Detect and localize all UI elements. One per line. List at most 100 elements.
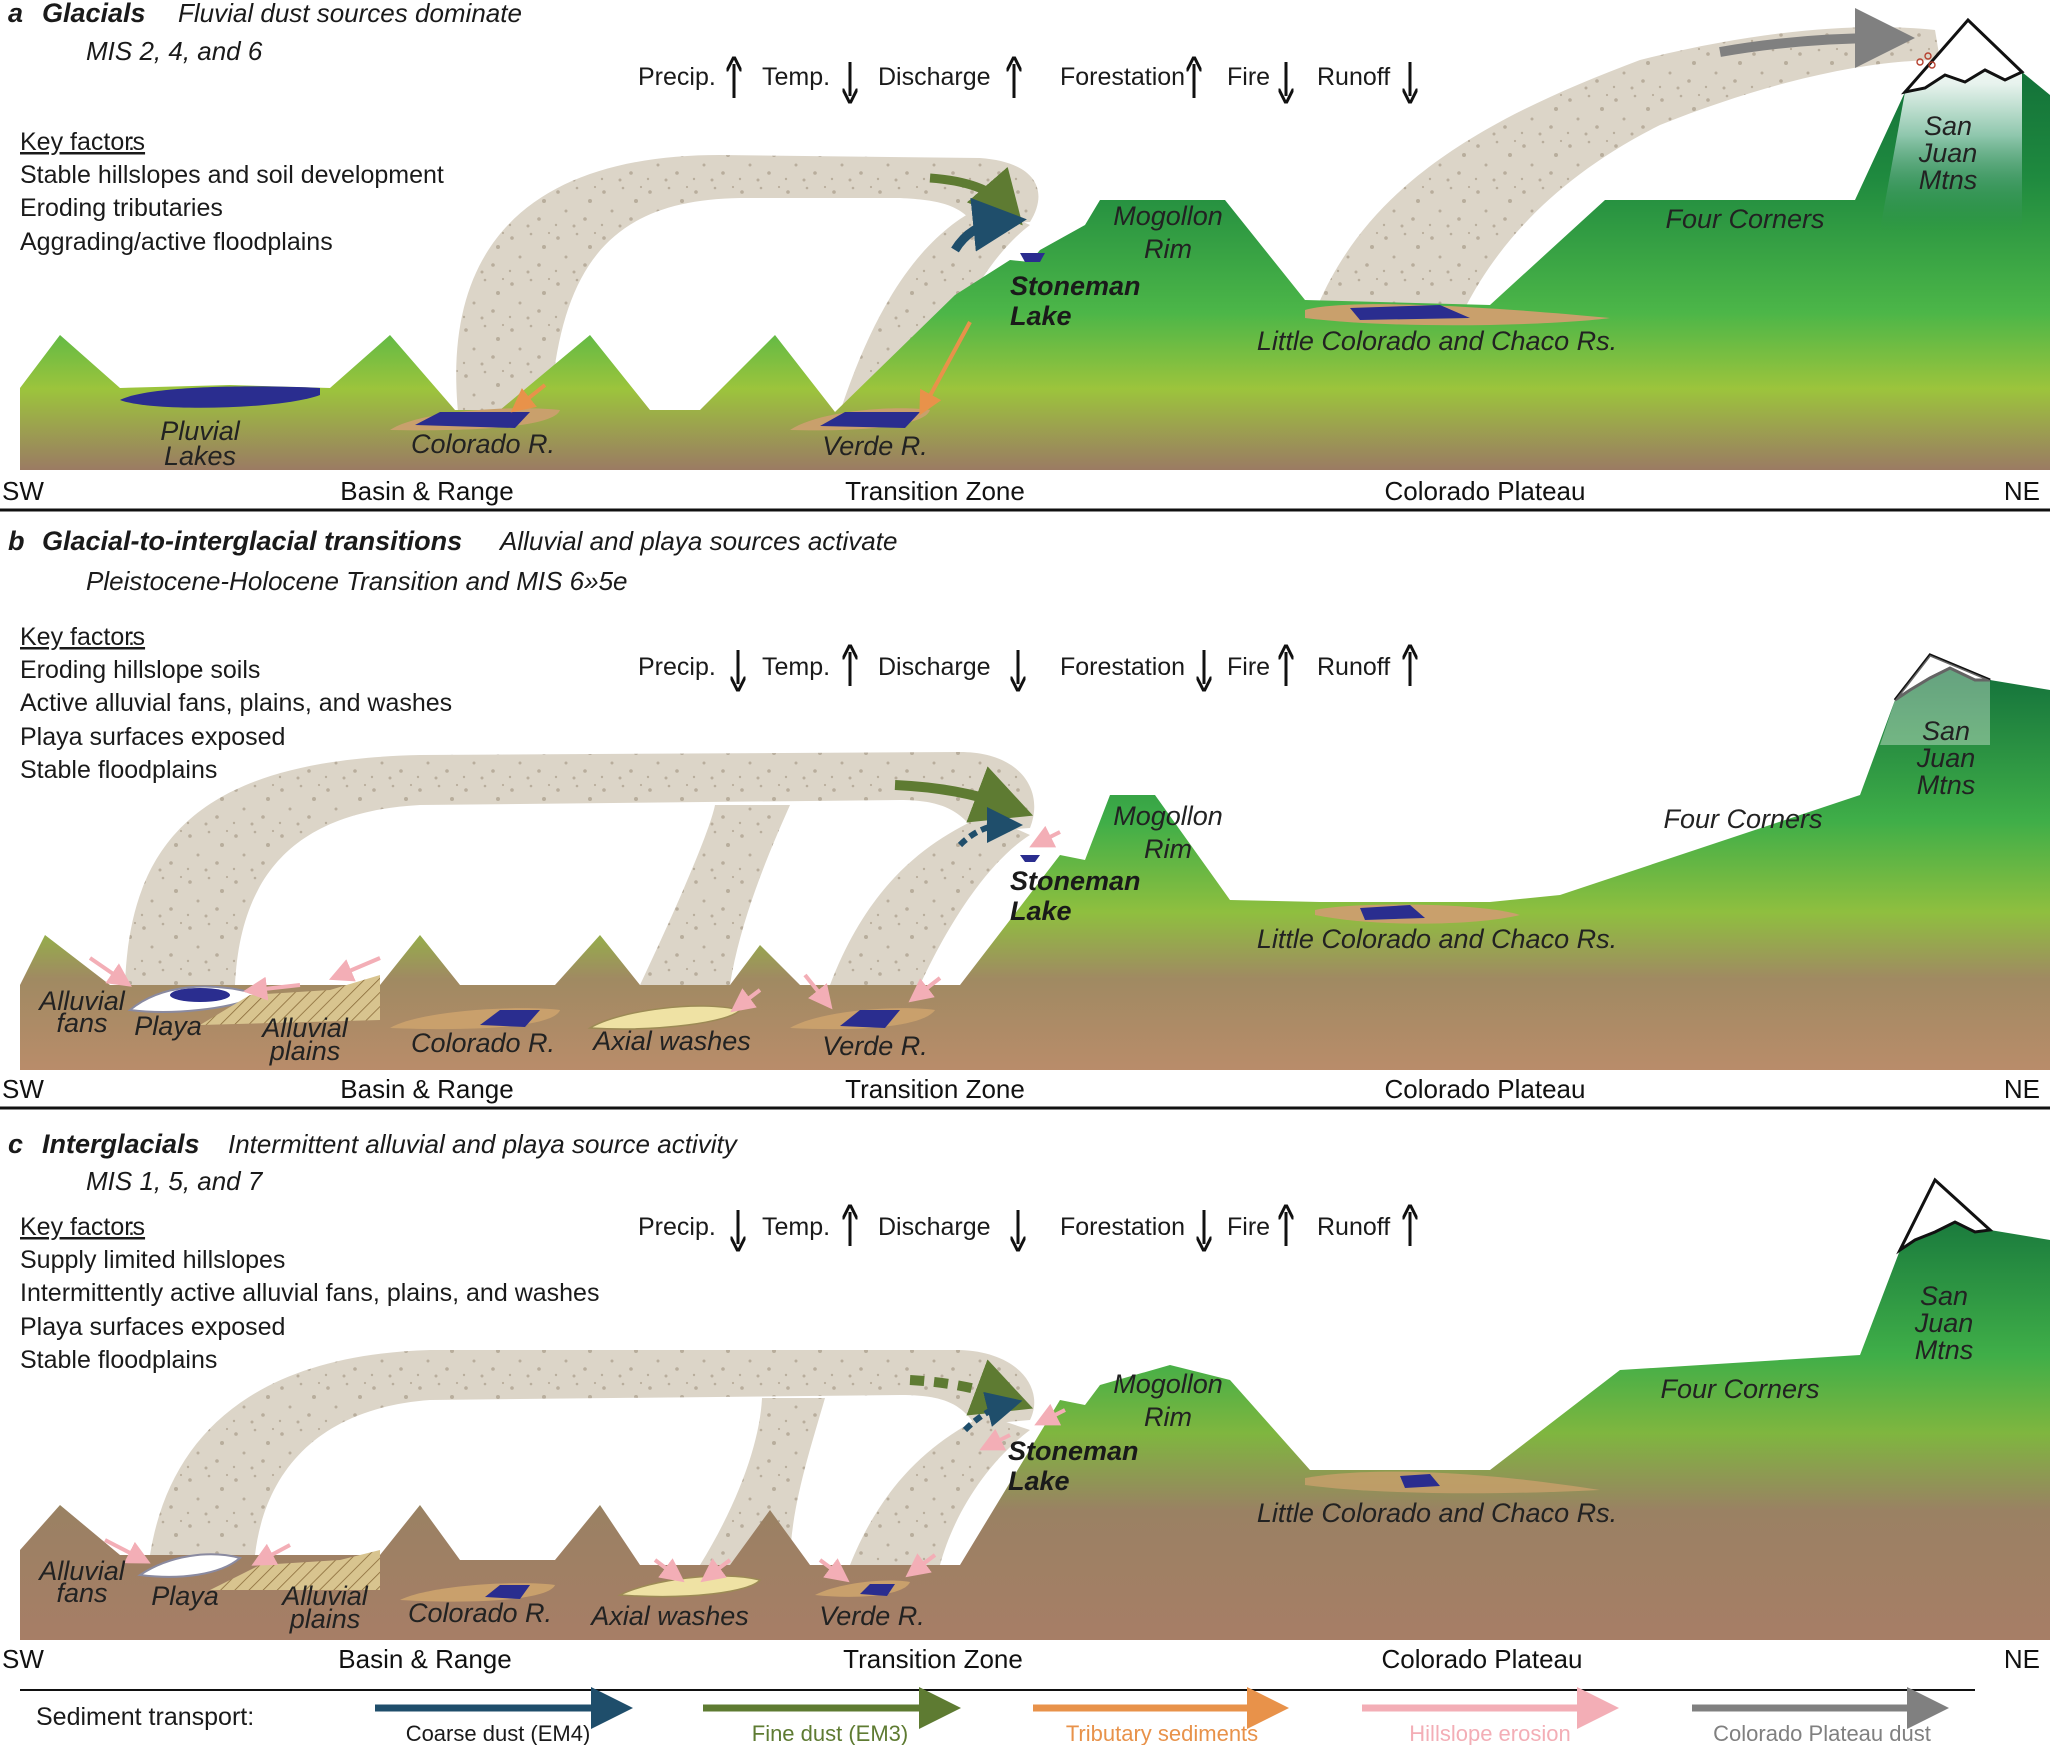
panel-letter: b [8, 526, 25, 556]
little-colorado-river [1400, 1474, 1440, 1488]
feature-label: Stoneman [1010, 271, 1141, 301]
snow-cap [1880, 20, 2022, 230]
panel-letter: c [8, 1129, 23, 1159]
feature-label: Lake [1008, 1466, 1070, 1496]
panel-periods: Pleistocene-Holocene Transition and MIS … [86, 566, 628, 596]
terrain-profile [20, 655, 2050, 1070]
little-colorado-river [1360, 905, 1425, 920]
feature-label: plains [289, 1604, 361, 1634]
climate-label: Temp. [762, 1213, 830, 1241]
feature-label: fans [56, 1578, 107, 1608]
feature-label: Playa [151, 1581, 219, 1611]
panel-periods: MIS 1, 5, and 7 [86, 1166, 264, 1196]
key-factors-colon: : [128, 128, 135, 156]
plateau-dust-arrow [1719, 8, 1915, 69]
colorado-river [480, 1010, 540, 1027]
key-factors-heading: Key factors [20, 1213, 145, 1241]
axis-label-sw: SW [2, 1644, 44, 1674]
dust-plume [1318, 27, 1940, 309]
feature-label: Verde R. [822, 431, 928, 461]
feature-label: Playa [134, 1011, 202, 1041]
hillslope-erosion-arrow [328, 956, 381, 982]
playa-water [170, 988, 230, 1002]
verde-river [860, 1584, 895, 1596]
feature-label: Mogollon [1113, 801, 1223, 831]
key-factor: Eroding hillslope soils [20, 656, 260, 684]
verde-river [840, 1010, 900, 1028]
feature-label: fans [56, 1008, 107, 1038]
panel-a: a Glacials Fluvial dust sources dominate… [0, 0, 2050, 512]
climate-label: Runoff [1317, 1213, 1390, 1241]
climate-label: Discharge [878, 1213, 991, 1241]
axis-label-ne: NE [2004, 476, 2040, 506]
feature-label: San [1924, 111, 1972, 141]
terrain-profile [20, 20, 2050, 470]
feature-label: Colorado R. [408, 1598, 552, 1628]
climate-label: Temp. [762, 653, 830, 681]
feature-label: Mtns [1919, 165, 1978, 195]
axis-label-ne: NE [2004, 1074, 2040, 1104]
feature-label: Alluvial [37, 1556, 126, 1586]
colorado-river [485, 1585, 530, 1599]
climate-label: Forestation [1060, 63, 1185, 91]
hillslope-erosion-arrow [979, 1428, 1011, 1451]
climate-label: Discharge [878, 63, 991, 91]
coarse-dust-arrow [962, 1391, 1023, 1433]
coarse-dust-arrow [957, 807, 1023, 848]
axis-label: Transition Zone [845, 1074, 1025, 1104]
key-factor: Playa surfaces exposed [20, 1313, 285, 1341]
dust-plume [830, 815, 1030, 985]
feature-label: Four Corners [1663, 804, 1822, 834]
climate-label: Temp. [762, 63, 830, 91]
legend-item-fine-dust: Fine dust (EM3) [703, 1687, 961, 1745]
sediment-dot [1924, 52, 1932, 60]
key-factor: Intermittently active alluvial fans, pla… [20, 1279, 599, 1307]
climate-indicators: Precip. Temp. Discharge Forestation Fire… [638, 650, 1410, 686]
climate-label: Fire [1227, 653, 1270, 681]
key-factor: Supply limited hillslopes [20, 1246, 285, 1274]
key-factor: Playa surfaces exposed [20, 723, 285, 751]
mountain-peak [1896, 1177, 1994, 1255]
feature-label: Axial washes [591, 1026, 751, 1056]
feature-label: Alluvial [260, 1013, 349, 1043]
hillslope-erosion-arrow [908, 976, 942, 1003]
feature-label: Four Corners [1660, 1374, 1819, 1404]
panel-letter: a [8, 0, 23, 28]
feature-label: Verde R. [822, 1031, 928, 1061]
legend-item-coarse-dust: Coarse dust (EM4) [375, 1687, 633, 1745]
dust-plume [125, 752, 1035, 985]
snow-cap [1880, 655, 1990, 745]
feature-label: Verde R. [819, 1601, 925, 1631]
panel-title: Glacials [42, 0, 146, 28]
axis-label-sw: SW [2, 1074, 44, 1104]
stoneman-lake [1020, 855, 1040, 862]
climate-label: Forestation [1060, 653, 1185, 681]
tributary-arrow [919, 321, 972, 416]
fine-dust-arrow [894, 766, 1034, 823]
legend-label: Coarse dust (EM4) [406, 1721, 591, 1745]
feature-label: Pluvial [160, 416, 241, 446]
dust-plume [850, 1415, 1030, 1565]
little-colorado-river [1350, 305, 1470, 320]
hillslope-erosion-arrow [243, 976, 301, 1001]
feature-label: Mogollon [1113, 201, 1223, 231]
climate-label: Precip. [638, 63, 716, 91]
feature-label: Little Colorado and Chaco Rs. [1257, 326, 1617, 356]
climate-label: Precip. [638, 653, 716, 681]
feature-label: Mtns [1917, 770, 1976, 800]
legend-label: Tributary sediments [1066, 1721, 1258, 1745]
legend-label: Colorado Plateau dust [1713, 1721, 1931, 1745]
panel-subtitle: Alluvial and playa sources activate [498, 526, 897, 556]
feature-label: Little Colorado and Chaco Rs. [1257, 924, 1617, 954]
key-factor: Stable hillslopes and soil development [20, 161, 444, 189]
climate-label: Fire [1227, 1213, 1270, 1241]
climate-label: Fire [1227, 63, 1270, 91]
axis-label: Colorado Plateau [1382, 1644, 1583, 1674]
key-factors-heading: Key factors [20, 623, 145, 651]
feature-label: Rim [1144, 834, 1192, 864]
mountain-peak [1900, 17, 2025, 95]
legend-label: Fine dust (EM3) [752, 1721, 909, 1745]
climate-indicators: Precip. Temp. Discharge Forestation Fire… [638, 62, 1410, 98]
dust-plume [150, 1350, 1035, 1555]
